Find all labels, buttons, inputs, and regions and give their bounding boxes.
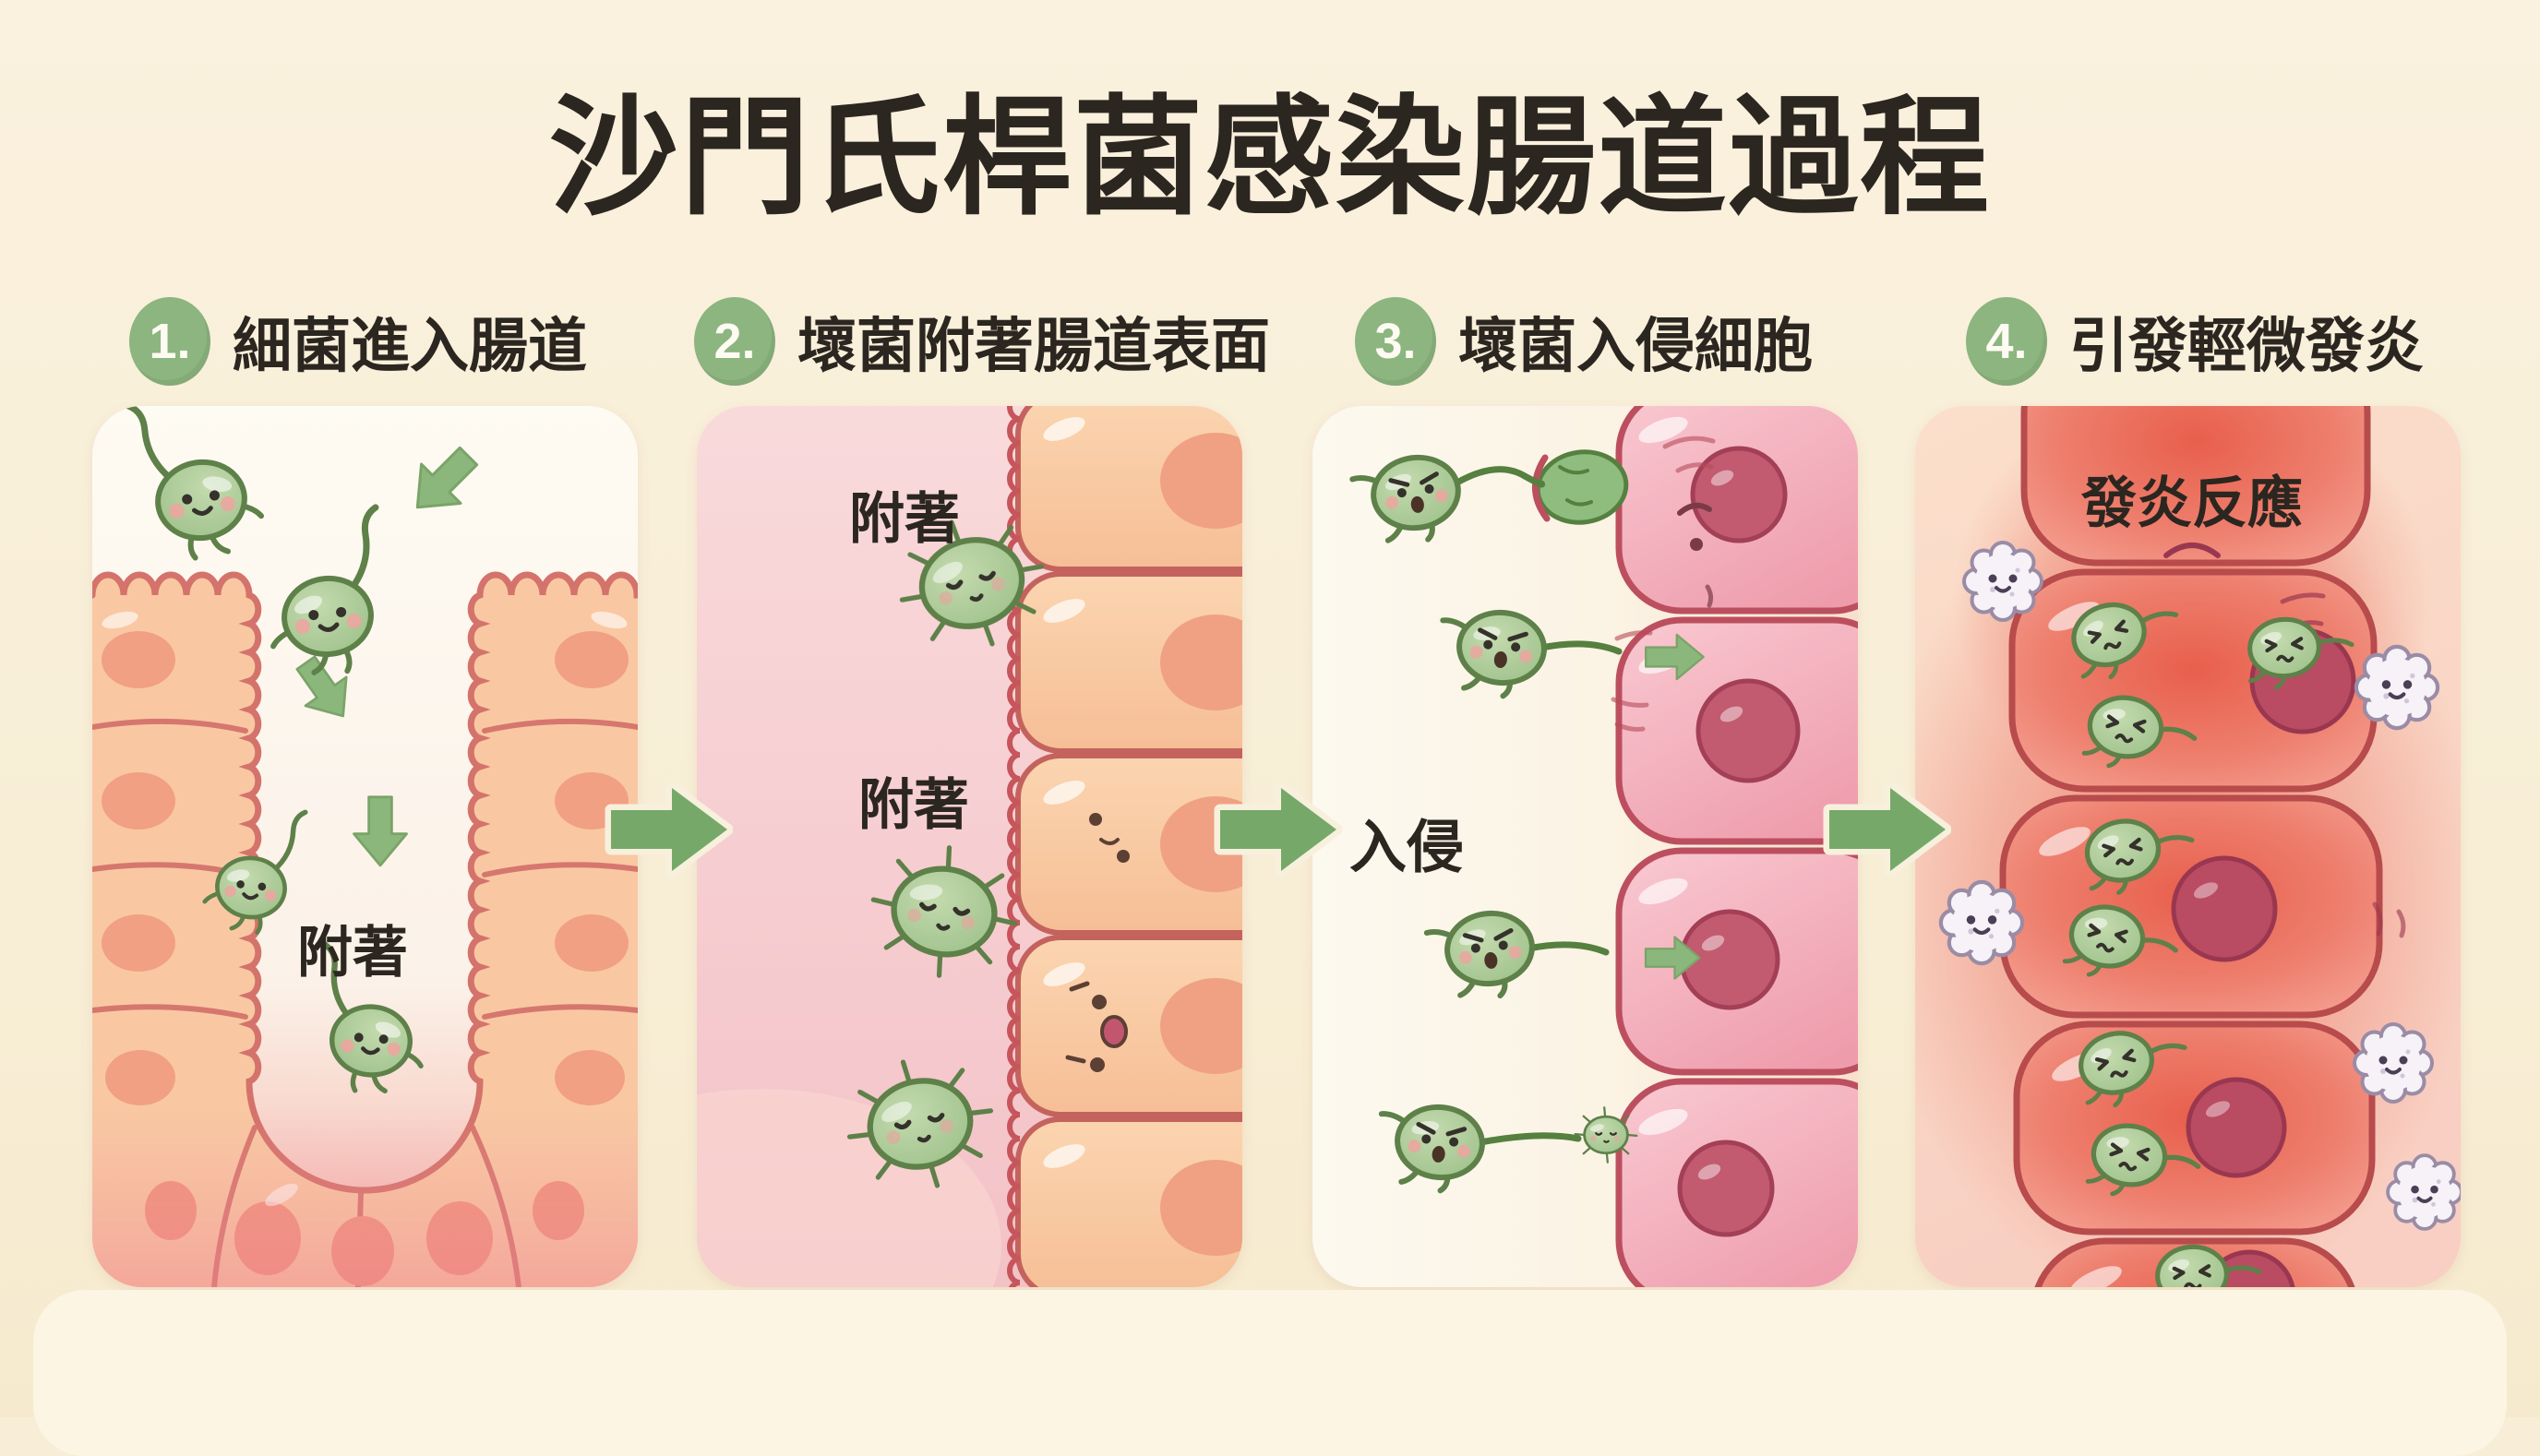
arrow-right-icon bbox=[1213, 775, 1342, 884]
annotation-attach: 附著 bbox=[297, 922, 408, 984]
step-header-4: 4. 引發輕微發炎 bbox=[1966, 293, 2424, 389]
engulfed-bacterium-marks bbox=[1558, 465, 1593, 507]
crypt-illustration: 附著 bbox=[92, 406, 638, 1287]
annotation-inflammation: 發炎反應 bbox=[2080, 472, 2303, 534]
bottom-pink-shading bbox=[92, 1107, 638, 1287]
top-cell-face bbox=[1677, 502, 1714, 608]
white-blood-cell-icon bbox=[1962, 541, 2043, 622]
step-number-badge-3: 3. bbox=[1355, 297, 1436, 386]
step-label-2: 壞菌附著腸道表面 bbox=[797, 313, 1270, 379]
panel-step-3-invasion: 入侵 bbox=[1312, 406, 1858, 1287]
worried-cell-face bbox=[1089, 813, 1130, 863]
motion-marks bbox=[1611, 436, 1716, 732]
annotation-attach-2: 附著 bbox=[858, 774, 969, 836]
flagellum bbox=[1477, 1132, 1582, 1146]
cell-highlights bbox=[1043, 417, 1085, 1168]
cell-nuclei bbox=[1160, 433, 1242, 1256]
cell-nuclei bbox=[1677, 446, 1801, 1237]
step-label-3: 壞菌入侵細胞 bbox=[1458, 313, 1813, 379]
white-blood-cell-icon bbox=[2386, 1153, 2461, 1231]
step-number-badge-4: 4. bbox=[1966, 297, 2047, 386]
panel-step-4-inflammation: 發炎反應 bbox=[1915, 406, 2461, 1287]
bacterium-icon bbox=[1574, 1105, 1638, 1164]
step-number-badge-1: 1. bbox=[129, 297, 210, 386]
invasion-illustration: 入侵 bbox=[1312, 406, 1858, 1287]
step-header-2: 2. 壞菌附著腸道表面 bbox=[694, 293, 1270, 389]
nucleus-highlights bbox=[1697, 470, 1743, 1180]
sad-cell-face bbox=[2163, 543, 2406, 938]
inflammation-illustration: 發炎反應 bbox=[1915, 406, 2461, 1287]
step-header-3: 3. 壞菌入侵細胞 bbox=[1355, 293, 1813, 389]
step-label-4: 引發輕微發炎 bbox=[2069, 313, 2424, 379]
arrow-right-icon bbox=[1822, 775, 1951, 884]
brush-border bbox=[1007, 406, 1021, 1287]
panel-step-1-bacteria-enter: 附著 bbox=[92, 406, 638, 1287]
step-label-1: 細菌進入腸道 bbox=[233, 313, 587, 379]
step-header-1: 1. 細菌進入腸道 bbox=[129, 293, 587, 389]
scared-cell-face bbox=[1065, 981, 1128, 1072]
flagellum bbox=[1452, 466, 1546, 488]
flagellum bbox=[1525, 941, 1610, 956]
page-title: 沙門氏桿菌感染腸道過程 bbox=[548, 85, 1991, 230]
annotation-attach-1: 附著 bbox=[849, 488, 960, 550]
white-blood-cell-icon bbox=[2356, 647, 2438, 728]
annotation-invade: 入侵 bbox=[1349, 817, 1464, 880]
white-blood-cell-icon bbox=[2353, 1022, 2434, 1104]
cell-mouth-notch bbox=[1532, 454, 1551, 522]
step-number-badge-2: 2. bbox=[694, 297, 775, 386]
white-blood-cell-icon bbox=[1941, 882, 2022, 963]
arrow-right-icon bbox=[604, 775, 733, 884]
panel-step-2-attachment: 附著 附著 bbox=[697, 406, 1242, 1287]
footer-band bbox=[33, 1290, 2507, 1456]
attachment-illustration: 附著 附著 bbox=[697, 406, 1242, 1287]
flagellum bbox=[1538, 640, 1623, 655]
